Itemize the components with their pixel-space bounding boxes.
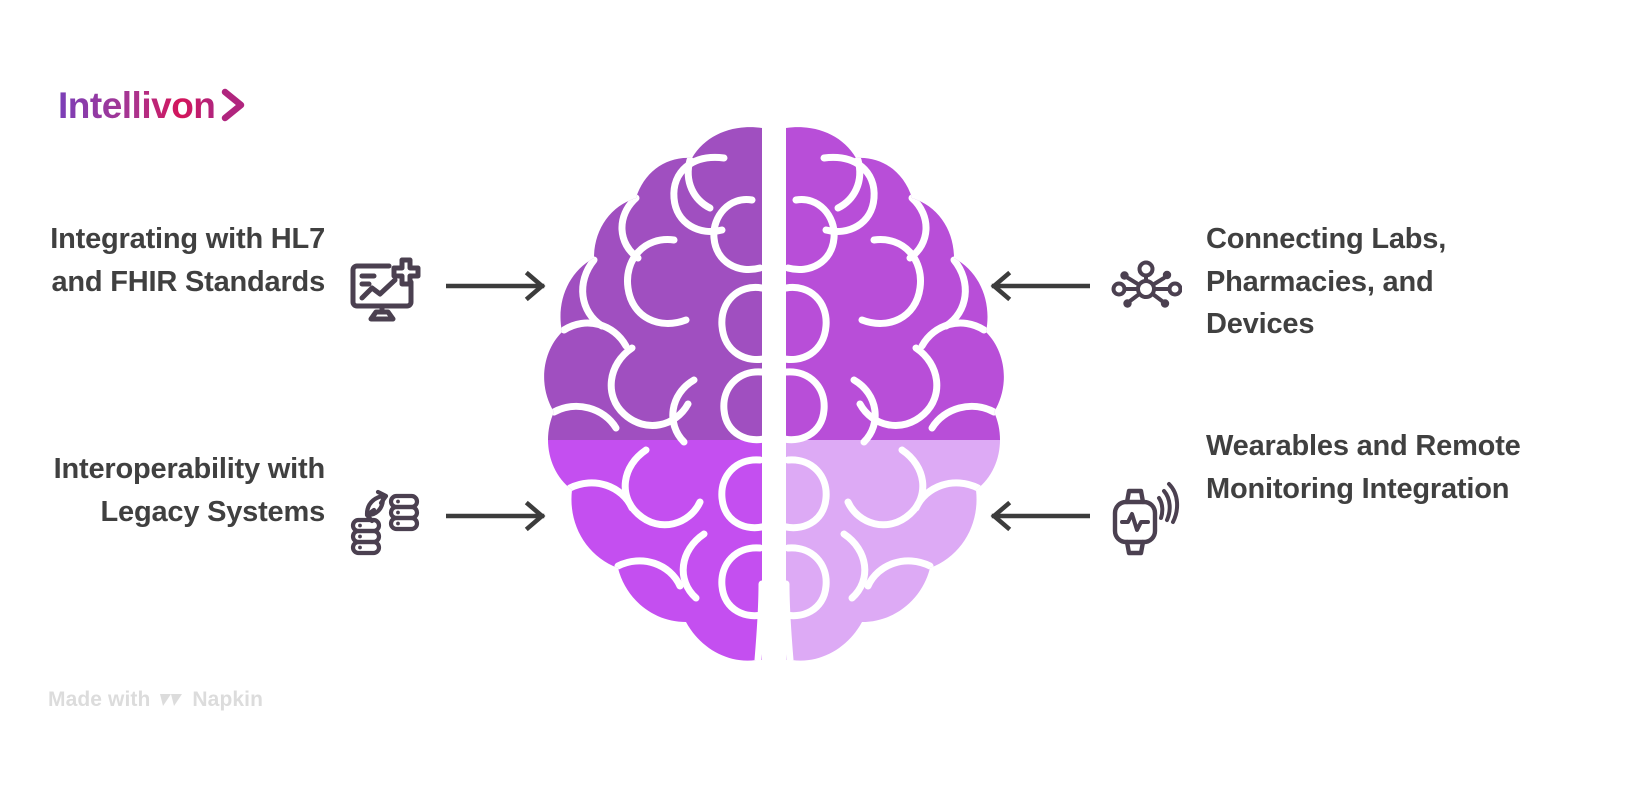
label-connecting-labs-pharmacies: Connecting Labs, Pharmacies, and Devices: [1206, 223, 1447, 341]
chevron-right-icon: [222, 88, 245, 122]
footer-made-with-text: Made with: [48, 688, 151, 711]
arrow-left-icon-top-right: [986, 268, 1091, 309]
label-integrating-hl7-fhir: Integrating with HL7 and FHIR Standards: [50, 223, 325, 298]
arrow-right-icon-top-left: [445, 268, 550, 309]
footer-product-text: Napkin: [192, 688, 264, 711]
napkin-logo-icon: [160, 694, 183, 706]
brand-logo[interactable]: Intellivon: [58, 86, 249, 124]
brand-logo-text: Intellivon: [58, 84, 216, 126]
brain-illustration: [524, 120, 1024, 685]
arrow-left-icon-bottom-right: [986, 498, 1091, 539]
brain-left-sulci: [550, 153, 762, 661]
label-interoperability-legacy: Interoperability with Legacy Systems: [53, 453, 326, 528]
monitor-health-chart-icon: [345, 250, 423, 333]
smartwatch-signal-icon: [1103, 480, 1183, 565]
database-sync-icon: [345, 480, 423, 563]
arrow-right-icon-bottom-left: [445, 498, 550, 539]
network-hub-icon: [1110, 258, 1183, 325]
footer-made-with-napkin: Made with Napkin: [48, 688, 263, 712]
label-wearables-remote-monitoring: Wearables and Remote Monitoring Integrat…: [1206, 430, 1521, 505]
brain-right-sulci: [786, 153, 998, 661]
